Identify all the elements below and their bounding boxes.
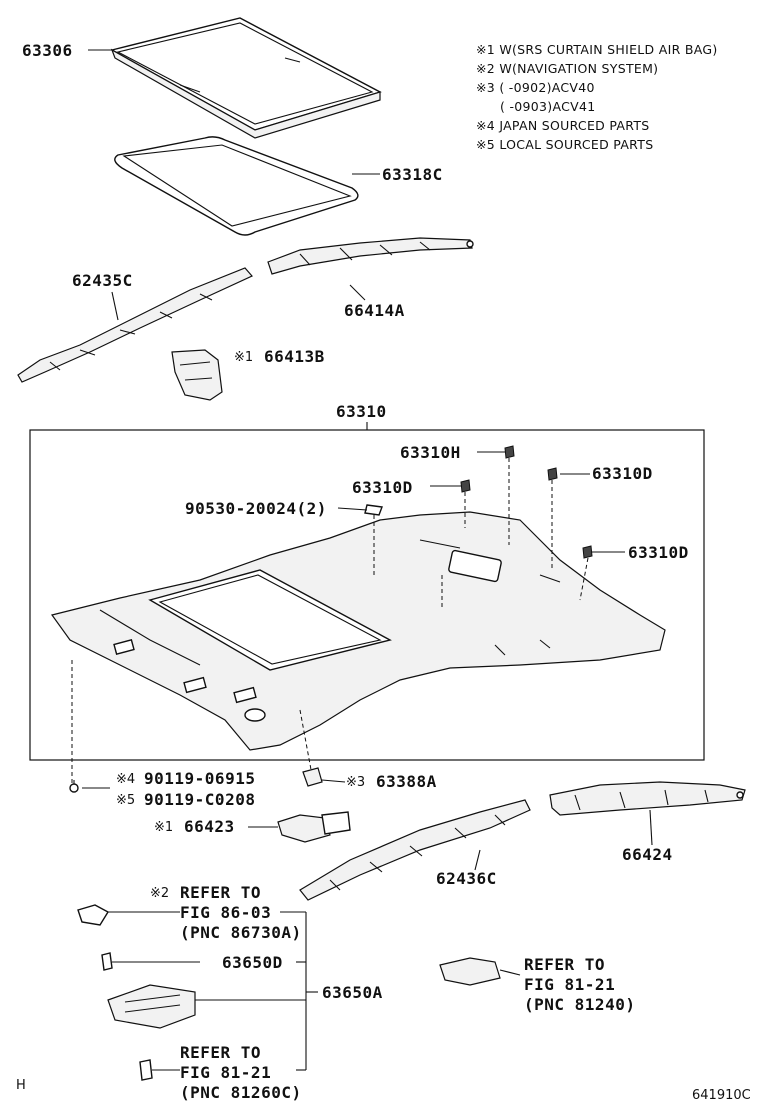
screw-and-clip-drawings bbox=[69, 767, 323, 793]
part-label-63310d-top[interactable]: 63310D bbox=[592, 464, 653, 483]
lower-roof-side-garnish-drawing bbox=[299, 799, 531, 901]
right-roof-side-garnish-drawing bbox=[267, 237, 474, 275]
assembly-reference-lines bbox=[71, 458, 589, 785]
part-label-63650a[interactable]: 63650A bbox=[322, 983, 383, 1002]
ref2-line1[interactable]: REFER TO bbox=[524, 955, 606, 974]
part-label-63318c[interactable]: 63318C bbox=[382, 165, 443, 184]
part-label-63388a[interactable]: 63388A bbox=[376, 772, 437, 791]
corner-mark: H bbox=[16, 1078, 26, 1093]
note-mark: ※4 bbox=[476, 118, 496, 133]
note-mark-ref1: ※2 bbox=[150, 886, 170, 901]
part-label-63650d[interactable]: 63650D bbox=[222, 953, 283, 972]
note-text: JAPAN SOURCED PARTS bbox=[499, 118, 650, 133]
part-label-63310d-mid[interactable]: 63310D bbox=[352, 478, 413, 497]
ref1-line1[interactable]: REFER TO bbox=[180, 883, 262, 902]
part-label-90119-c0208[interactable]: 90119-C0208 bbox=[144, 790, 256, 809]
note-text: W(NAVIGATION SYSTEM) bbox=[499, 61, 659, 76]
figure-code: 641910C bbox=[692, 1088, 751, 1103]
note-mark: ※5 bbox=[476, 137, 496, 152]
note-line: ※4 JAPAN SOURCED PARTS bbox=[476, 116, 718, 135]
note-mark-90119-b: ※5 bbox=[116, 793, 136, 808]
part-label-66414a[interactable]: 66414A bbox=[344, 301, 405, 320]
note-mark: ※2 bbox=[476, 61, 496, 76]
part-label-63310h[interactable]: 63310H bbox=[400, 443, 461, 462]
map-lamp-parts-drawing bbox=[77, 904, 501, 1081]
note-line: ※5 LOCAL SOURCED PARTS bbox=[476, 135, 718, 154]
part-label-62436c[interactable]: 62436C bbox=[436, 869, 497, 888]
note-line: ※3 ( -0902)ACV40 bbox=[476, 78, 718, 97]
ref1-line2[interactable]: FIG 86-03 bbox=[180, 903, 272, 922]
ref3-line3[interactable]: (PNC 81260C) bbox=[180, 1083, 302, 1102]
sunshade-panel-drawing bbox=[110, 17, 382, 139]
note-mark: ※1 bbox=[476, 42, 496, 57]
note-line: ※2 W(NAVIGATION SYSTEM) bbox=[476, 59, 718, 78]
ref3-line1[interactable]: REFER TO bbox=[180, 1043, 262, 1062]
part-label-63306[interactable]: 63306 bbox=[22, 41, 73, 60]
right-lower-garnish-drawing bbox=[549, 781, 746, 816]
part-label-66423[interactable]: 66423 bbox=[184, 817, 235, 836]
sunroof-seal-drawing bbox=[114, 136, 359, 236]
note-mark-66423: ※1 bbox=[154, 820, 174, 835]
part-label-63310[interactable]: 63310 bbox=[336, 402, 387, 421]
pillar-cover-drawing bbox=[277, 811, 351, 843]
part-label-62435c[interactable]: 62435C bbox=[72, 271, 133, 290]
leader-lines bbox=[82, 49, 653, 1071]
note-mark: ※3 bbox=[476, 80, 496, 95]
part-label-63310d-right[interactable]: 63310D bbox=[628, 543, 689, 562]
part-label-90119-06915[interactable]: 90119-06915 bbox=[144, 769, 256, 788]
part-label-90530-20024[interactable]: 90530-20024(2) bbox=[185, 499, 327, 518]
note-mark-63388a: ※3 bbox=[346, 775, 366, 790]
note-text: ( -0903)ACV41 bbox=[500, 99, 596, 114]
note-text: ( -0902)ACV40 bbox=[499, 80, 595, 95]
note-mark-66413b: ※1 bbox=[234, 350, 254, 365]
note-mark-90119-a: ※4 bbox=[116, 772, 136, 787]
ref3-line2[interactable]: FIG 81-21 bbox=[180, 1063, 272, 1082]
note-line: ( -0903)ACV41 bbox=[476, 97, 718, 116]
note-text: W(SRS CURTAIN SHIELD AIR BAG) bbox=[499, 42, 718, 57]
airbag-bracket-drawing bbox=[171, 349, 223, 401]
note-line: ※1 W(SRS CURTAIN SHIELD AIR BAG) bbox=[476, 40, 718, 59]
left-roof-side-garnish-drawing bbox=[17, 267, 253, 383]
notes-legend: ※1 W(SRS CURTAIN SHIELD AIR BAG) ※2 W(NA… bbox=[476, 40, 718, 154]
part-label-66413b[interactable]: 66413B bbox=[264, 347, 325, 366]
ref2-line2[interactable]: FIG 81-21 bbox=[524, 975, 616, 994]
ref1-line3[interactable]: (PNC 86730A) bbox=[180, 923, 302, 942]
note-text: LOCAL SOURCED PARTS bbox=[499, 137, 654, 152]
ref2-line3[interactable]: (PNC 81240) bbox=[524, 995, 636, 1014]
part-label-66424[interactable]: 66424 bbox=[622, 845, 673, 864]
headliner-drawing bbox=[50, 511, 666, 751]
